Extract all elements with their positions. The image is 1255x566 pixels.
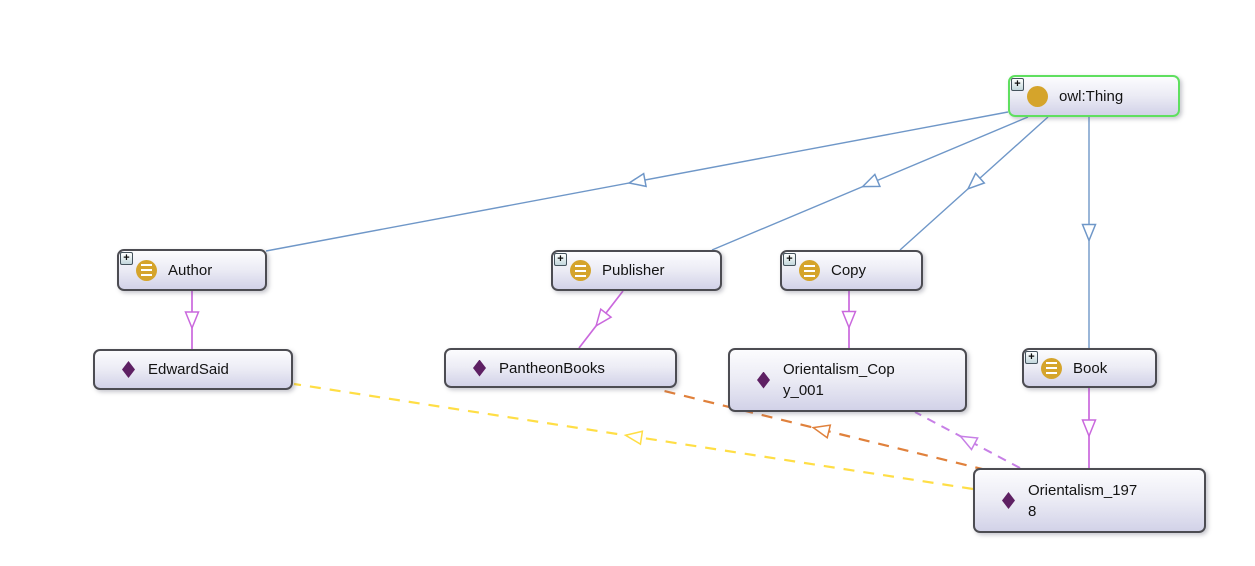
class-icon-bars — [141, 264, 152, 276]
node-label-edward-said: EdwardSaid — [148, 361, 229, 378]
node-owl-thing[interactable]: + owl:Thing — [1008, 75, 1180, 117]
node-edward-said[interactable]: EdwardSaid — [93, 349, 293, 390]
node-label-author: Author — [168, 261, 213, 279]
expand-button-copy[interactable]: + — [783, 253, 796, 266]
node-author[interactable]: + Author — [117, 249, 267, 291]
node-label-owl-thing: owl:Thing — [1059, 87, 1124, 105]
node-publisher[interactable]: + Publisher — [551, 250, 722, 291]
node-label-book: Book — [1073, 359, 1108, 377]
arc-arrowhead-thing-copy — [966, 171, 986, 191]
node-orientalism-1978[interactable]: Orientalism_197 8 — [973, 468, 1206, 533]
individual-diamond-icon — [1002, 492, 1015, 509]
node-label-publisher: Publisher — [602, 262, 665, 279]
class-icon — [136, 259, 157, 281]
individual-diamond-icon — [757, 371, 770, 389]
class-icon — [799, 260, 820, 281]
expand-button-book[interactable]: + — [1025, 351, 1038, 364]
arc-arrowhead-orientalism1978-copy001 — [958, 435, 979, 451]
node-copy[interactable]: + Copy — [780, 250, 923, 291]
expand-button-author[interactable]: + — [120, 252, 133, 265]
class-icon — [1041, 357, 1062, 379]
arc-arrowhead-book-orientalism1978 — [1081, 419, 1097, 438]
node-pantheon-books[interactable]: PantheonBooks — [444, 348, 677, 388]
class-icon-bars — [575, 264, 586, 277]
node-label-orientalism-1978: Orientalism_197 8 — [1028, 481, 1138, 520]
arc-arrowhead-author-edwardsaid — [184, 311, 200, 330]
class-icon — [1027, 85, 1048, 107]
node-book[interactable]: + Book — [1022, 348, 1157, 388]
individual-diamond-icon — [122, 361, 135, 378]
class-icon-bars — [804, 264, 815, 277]
class-icon — [570, 260, 591, 281]
expand-button-publisher[interactable]: + — [554, 253, 567, 266]
expand-button-owl-thing[interactable]: + — [1011, 78, 1024, 91]
arc-arrowhead-orientalism1978-pantheonbooks — [811, 424, 832, 439]
arc-arrowhead-thing-author — [627, 172, 648, 188]
class-icon-bars — [1046, 362, 1057, 374]
arc-arrowhead-thing-book — [1081, 223, 1097, 243]
node-label-pantheon-books: PantheonBooks — [499, 359, 605, 377]
node-label-orientalism-copy-001: Orientalism_Cop y_001 — [783, 361, 895, 399]
arc-arrowhead-thing-publisher — [860, 173, 882, 188]
node-orientalism-copy-001[interactable]: Orientalism_Cop y_001 — [728, 348, 967, 412]
individual-diamond-icon — [473, 359, 486, 377]
arc-arrowhead-orientalism1978-edwardsaid — [623, 430, 644, 446]
arc-orientalism1978-copy001 — [914, 411, 1021, 469]
arc-arrowhead-copy-orientalismcopy001 — [841, 310, 857, 330]
arc-arrowhead-publisher-pantheonbooks — [594, 307, 613, 328]
node-label-copy: Copy — [831, 262, 867, 279]
